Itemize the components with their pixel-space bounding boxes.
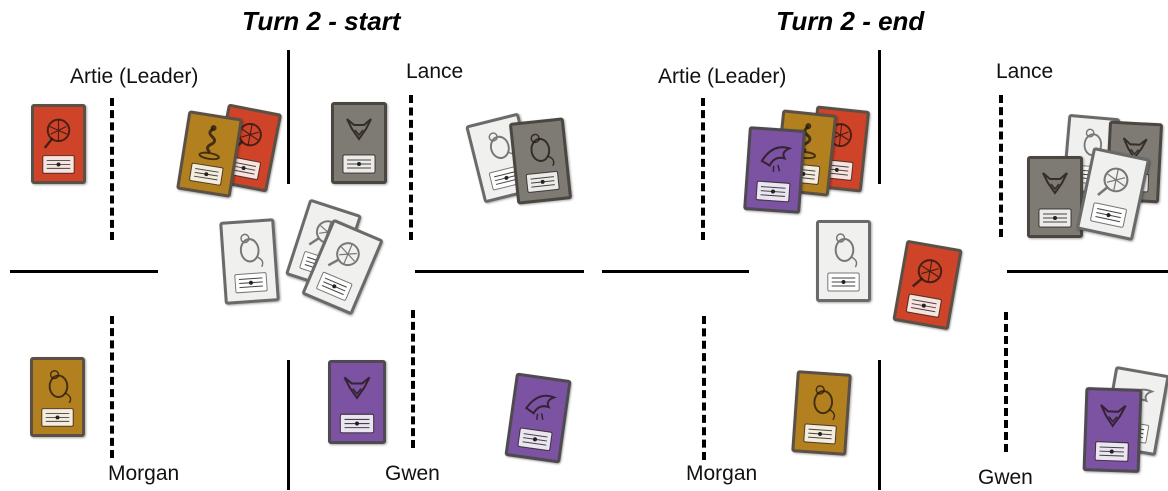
dashed-line-artie xyxy=(110,98,114,240)
card-white-mouse[interactable] xyxy=(816,220,871,302)
card-grey-fox[interactable] xyxy=(331,102,387,184)
player-name-lance: Lance xyxy=(996,60,1054,83)
card-grey-fox[interactable] xyxy=(1027,156,1083,238)
card-art xyxy=(316,242,360,301)
player-name-artie: Artie (Leader) xyxy=(658,65,787,88)
card-art xyxy=(827,233,860,292)
dashed-line-lance xyxy=(999,95,1003,237)
card-white-net[interactable] xyxy=(301,218,384,316)
dashed-line-lance xyxy=(409,95,413,240)
card-art xyxy=(189,125,224,186)
divider-bottom xyxy=(878,360,881,490)
card-purple-bird[interactable] xyxy=(743,126,806,214)
dashed-line-gwen xyxy=(411,310,415,448)
panel-turn2-end: Turn 2 - end Artie (Leader) Lance Morgan… xyxy=(590,0,1168,491)
card-art xyxy=(42,118,75,174)
card-gold-snake[interactable] xyxy=(176,110,243,198)
card-art xyxy=(342,118,376,174)
card-art xyxy=(41,369,74,427)
card-grey-mouse[interactable] xyxy=(508,117,573,205)
card-purple-fox[interactable] xyxy=(1082,387,1143,473)
card-art xyxy=(339,376,375,434)
card-purple-fox[interactable] xyxy=(328,360,386,444)
divider-top xyxy=(878,50,881,184)
card-art xyxy=(905,259,943,318)
card-red-net[interactable] xyxy=(31,104,86,184)
card-art xyxy=(517,394,557,452)
dashed-line-artie xyxy=(701,98,705,240)
card-red-net[interactable] xyxy=(892,239,963,331)
divider-right xyxy=(415,270,584,273)
divider-bottom xyxy=(287,360,290,490)
card-art xyxy=(1090,167,1129,228)
player-name-gwen: Gwen xyxy=(385,462,440,485)
card-gold-mouse[interactable] xyxy=(30,357,85,437)
divider-top xyxy=(287,50,290,184)
panel-title: Turn 2 - end xyxy=(776,6,925,36)
card-art xyxy=(1038,172,1072,228)
card-gold-mouse[interactable] xyxy=(791,370,852,456)
panel-turn2-start: Turn 2 - start Artie (Leader) Lance Morg… xyxy=(10,6,584,490)
card-white-mouse[interactable] xyxy=(219,218,280,305)
divider-right xyxy=(1007,270,1168,273)
card-art xyxy=(1094,404,1129,462)
card-purple-bird[interactable] xyxy=(504,372,572,464)
player-name-morgan: Morgan xyxy=(108,462,180,485)
player-name-morgan: Morgan xyxy=(686,462,758,485)
card-art xyxy=(525,133,560,193)
panel-title: Turn 2 - start xyxy=(242,6,401,36)
divider-left xyxy=(10,270,158,273)
card-art xyxy=(803,385,837,445)
dashed-line-morgan xyxy=(110,316,114,458)
card-white-net[interactable] xyxy=(1075,146,1151,242)
card-art xyxy=(755,146,793,203)
card-art xyxy=(234,233,268,294)
player-name-artie: Artie (Leader) xyxy=(70,65,199,88)
dashed-line-gwen xyxy=(1004,312,1008,452)
player-name-lance: Lance xyxy=(406,60,464,83)
divider-left xyxy=(602,270,749,273)
player-name-gwen: Gwen xyxy=(978,466,1033,489)
dashed-line-morgan xyxy=(702,316,706,460)
